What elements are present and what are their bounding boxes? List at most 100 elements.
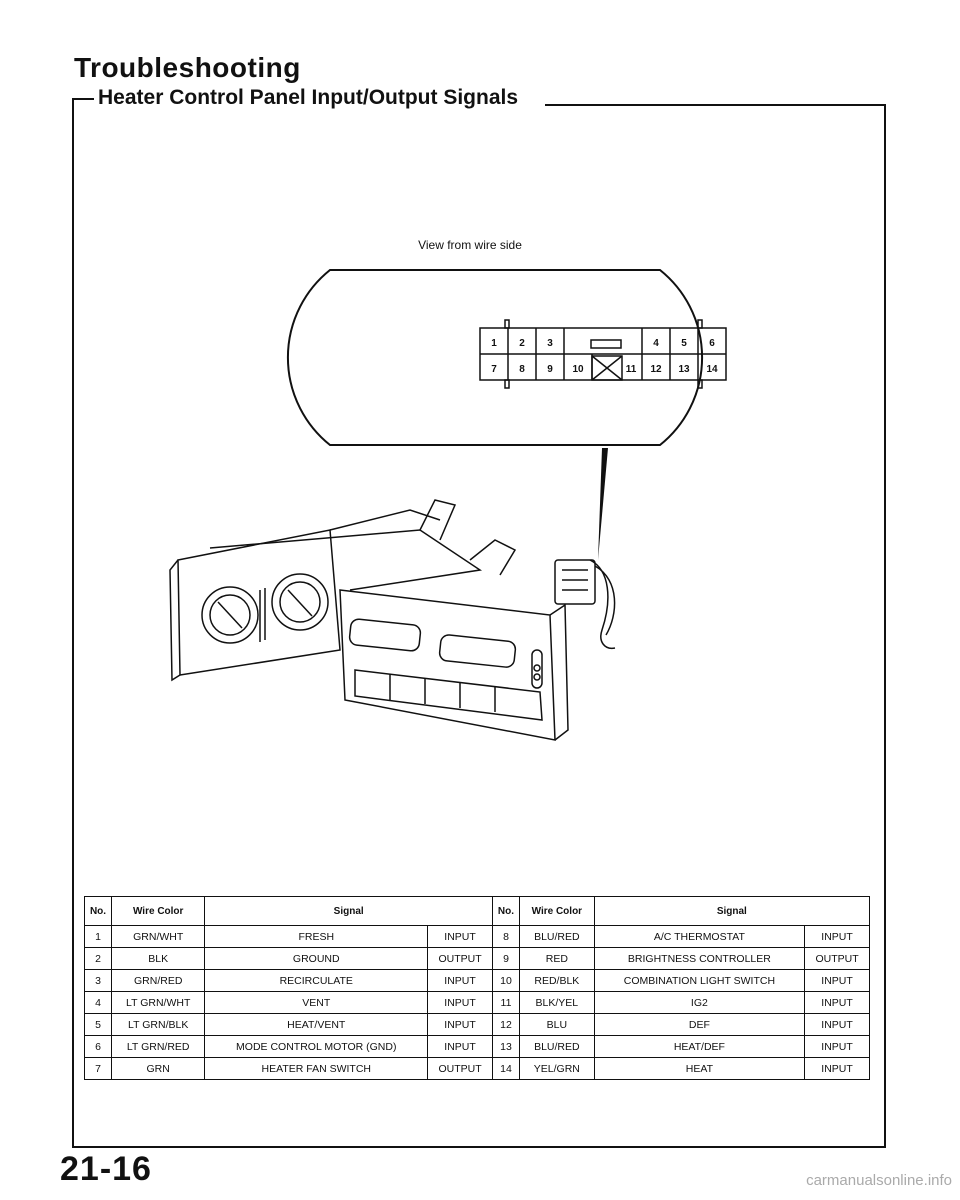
signal-name: HEATER FAN SWITCH [204,1057,429,1080]
frame-border-left [72,98,74,1148]
heater-control-panel [169,499,569,741]
wire-color: BLK [110,947,206,970]
signal-direction: INPUT [427,991,493,1014]
pin-number: 11 [491,991,520,1014]
signal-name: IG2 [593,991,806,1014]
column-header-signal: Signal [204,896,493,926]
column-header-wire-color: Wire Color [110,896,206,926]
signal-direction: INPUT [804,969,870,992]
pin-label: 4 [653,338,659,349]
signal-name: A/C THERMOSTAT [593,925,806,948]
pin-label: 2 [519,338,525,349]
wire-color: YEL/GRN [518,1057,595,1080]
column-header-no: No. [491,896,520,926]
pin-number: 12 [491,1013,520,1036]
section-subtitle: Heater Control Panel Input/Output Signal… [98,86,529,110]
frame-border-top-left [72,98,94,100]
pin-label: 9 [547,364,553,375]
signal-direction: INPUT [427,1035,493,1058]
signal-name: DEF [593,1013,806,1036]
signal-name: COMBINATION LIGHT SWITCH [593,969,806,992]
wire-color: GRN [110,1057,206,1080]
table-header-row: No. Wire Color Signal No. Wire Color Sig… [84,896,871,926]
pin-label: 5 [681,338,687,349]
pin-label: 12 [650,364,662,375]
signal-direction: INPUT [804,991,870,1014]
page-title: Troubleshooting [74,52,301,83]
connector-face [479,319,727,389]
pin-number: 4 [84,991,112,1014]
wire-color: GRN/RED [110,969,206,992]
signal-direction: INPUT [804,1057,870,1080]
signal-name: HEAT/VENT [204,1013,429,1036]
pin-number: 10 [491,969,520,992]
pin-label: 10 [572,364,584,375]
signal-direction: INPUT [427,1013,493,1036]
pin-label: 6 [709,338,715,349]
wire-color: BLU [518,1013,595,1036]
wire-color: RED [518,947,595,970]
watermark: carmanualsonline.info [806,1172,952,1189]
pin-number: 14 [491,1057,520,1080]
pin-label: 14 [706,364,718,375]
wire-color: LT GRN/WHT [110,991,206,1014]
pin-label: 1 [491,338,497,349]
signal-direction: OUTPUT [427,947,493,970]
connector-oval [286,269,704,446]
pin-number: 8 [491,925,520,948]
pin-label: 8 [519,364,525,375]
signal-table: No. Wire Color Signal No. Wire Color Sig… [84,896,871,1080]
signal-name: VENT [204,991,429,1014]
signal-direction: INPUT [804,1013,870,1036]
frame-border-top-right [545,104,886,106]
pin-label: 3 [547,338,553,349]
wire-color: BLU/RED [518,925,595,948]
frame-border-right [884,104,886,1148]
signal-name: RECIRCULATE [204,969,429,992]
pointer-wedge [598,448,608,560]
wire-color: BLU/RED [518,1035,595,1058]
pin-number: 7 [84,1057,112,1080]
pin-number: 3 [84,969,112,992]
signal-name: MODE CONTROL MOTOR (GND) [204,1035,429,1058]
wire-color: LT GRN/BLK [110,1013,206,1036]
pin-number: 13 [491,1035,520,1058]
connector-diagram: View from wire side 1 [150,230,790,800]
column-header-signal: Signal [593,896,871,926]
wire-color: BLK/YEL [518,991,595,1014]
frame-border-bottom [72,1146,886,1148]
pin-label: 13 [678,364,690,375]
signal-direction: INPUT [804,1035,870,1058]
signal-name: HEAT [593,1057,806,1080]
signal-name: GROUND [204,947,429,970]
signal-direction: INPUT [427,969,493,992]
page-number: 21-16 [60,1150,152,1188]
pin-number: 6 [84,1035,112,1058]
signal-name: FRESH [204,925,429,948]
pin-number: 5 [84,1013,112,1036]
signal-direction: OUTPUT [804,947,870,970]
pin-number: 1 [84,925,112,948]
wire-color: RED/BLK [518,969,595,992]
column-header-no: No. [84,896,112,926]
signal-direction: OUTPUT [427,1057,493,1080]
signal-direction: INPUT [804,925,870,948]
pin-number: 2 [84,947,112,970]
pin-label: 11 [626,364,637,375]
signal-name: HEAT/DEF [593,1035,806,1058]
wire-color: LT GRN/RED [110,1035,206,1058]
heater-panel-illustration: 1 2 3 4 5 6 7 8 9 10 11 12 13 14 [169,269,727,741]
pin-number: 9 [491,947,520,970]
column-header-wire-color: Wire Color [518,896,595,926]
signal-name: BRIGHTNESS CONTROLLER [593,947,806,970]
wire-color: GRN/WHT [110,925,206,948]
wire-harness-plug [554,559,616,650]
view-label: View from wire side [418,238,522,252]
signal-direction: INPUT [427,925,493,948]
